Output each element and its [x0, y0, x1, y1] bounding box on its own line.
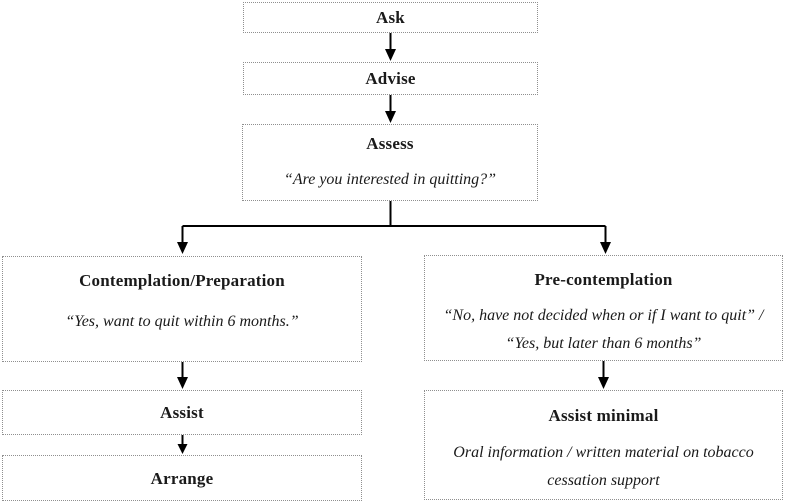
arrow-precontemplation-assist-minimal — [598, 361, 609, 389]
node-assist-label: Assist — [160, 403, 204, 422]
node-assist-minimal: Assist minimal Oral information / writte… — [424, 390, 783, 500]
node-assess-label: Assess — [366, 134, 414, 153]
node-assist: Assist — [2, 390, 362, 435]
arrow-assess-branch — [177, 201, 611, 254]
node-ask: Ask — [243, 2, 538, 33]
node-advise-label: Advise — [365, 69, 416, 88]
node-pre-contemplation-quote: “No, have not decided when or if I want … — [443, 307, 764, 352]
node-arrange-label: Arrange — [150, 468, 214, 488]
node-contemplation-preparation: Contemplation/Preparation “Yes, want to … — [2, 256, 362, 362]
arrow-assist-arrange — [177, 435, 188, 454]
node-assist-minimal-label: Assist minimal — [548, 406, 659, 425]
node-contemplation-preparation-label: Contemplation/Preparation — [79, 271, 285, 290]
node-advise: Advise — [243, 62, 538, 95]
node-pre-contemplation-label: Pre-contemplation — [534, 270, 673, 289]
node-assess-quote: “Are you interested in quitting?” — [283, 171, 497, 188]
node-contemplation-preparation-quote: “Yes, want to quit within 6 months.” — [65, 313, 299, 330]
arrow-contemplation-assist — [177, 362, 188, 389]
arrow-ask-advise — [385, 33, 396, 61]
node-ask-label: Ask — [376, 8, 405, 27]
node-arrange: Arrange — [2, 455, 362, 501]
node-pre-contemplation: Pre-contemplation “No, have not decided … — [424, 255, 783, 361]
node-assess: Assess “Are you interested in quitting?” — [242, 124, 538, 201]
node-assist-minimal-quote: Oral information / written material on t… — [453, 444, 754, 489]
arrow-advise-assess — [385, 95, 396, 123]
